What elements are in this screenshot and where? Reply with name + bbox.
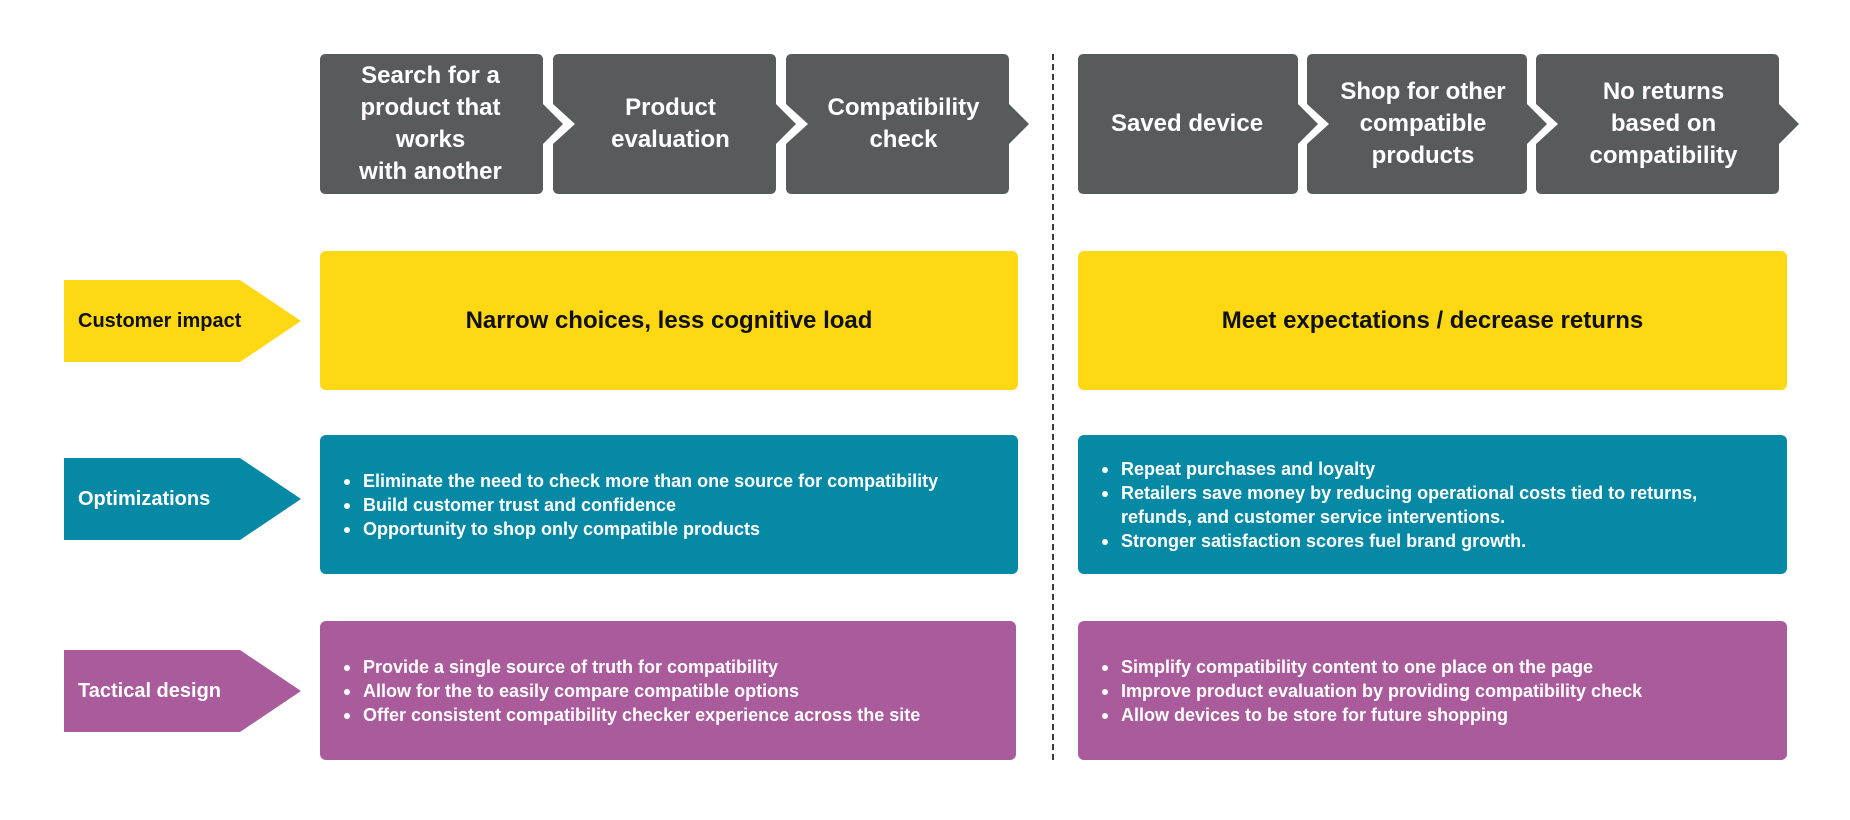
step-product-evaluation: Product evaluation [553, 54, 796, 194]
step-shape-path [553, 54, 796, 194]
optimizations-after-list: Repeat purchases and loyalty Retailers s… [1078, 457, 1787, 553]
step-compatibility-check: Compatibility check [786, 54, 1029, 194]
step-shape-path [786, 54, 1029, 194]
list-item: Improve product evaluation by providing … [1101, 680, 1643, 701]
step-shape [1307, 54, 1547, 194]
step-shape [553, 54, 796, 194]
list-item: Provide a single source of truth for com… [343, 655, 920, 679]
list-item: Stronger satisfaction scores fuel brand … [1102, 529, 1757, 553]
list-item: Retailers save money by reducing operati… [1102, 481, 1757, 529]
tag-shape [64, 458, 301, 540]
step-shape [1536, 54, 1799, 194]
tag-tactical-design: Tactical design [64, 650, 301, 732]
customer-impact-after-text: Meet expectations / decrease returns [1221, 306, 1644, 334]
list-item: Build customer trust and confidence [343, 493, 938, 517]
step-no-returns: No returns based on compatibility [1536, 54, 1799, 194]
list-item: Simplify compatibility content to one pl… [1101, 655, 1642, 679]
optimizations-before-box: Eliminate the need to check more than on… [320, 435, 1018, 574]
optimizations-after-box: Repeat purchases and loyalty Retailers s… [1078, 435, 1787, 574]
step-shape-path [1536, 54, 1799, 194]
step-shape-path [1307, 54, 1547, 194]
tag-shape [64, 280, 301, 362]
step-shape [1078, 54, 1318, 194]
tag-customer-impact: Customer impact [64, 280, 301, 362]
tactical-design-before-list: Provide a single source of truth for com… [320, 655, 920, 727]
step-label: Shop for other compatible products [1340, 78, 1506, 169]
step-shape [786, 54, 1029, 194]
customer-impact-before-text: Narrow choices, less cognitive load [465, 306, 873, 334]
step-shape [320, 54, 563, 194]
step-label: Compatibility check [827, 94, 980, 153]
before-after-divider [1052, 54, 1054, 760]
tag-label: Customer impact [78, 309, 242, 332]
step-shape-path [320, 54, 563, 194]
customer-impact-before-box: Narrow choices, less cognitive load [320, 251, 1018, 390]
tactical-design-before-box: Provide a single source of truth for com… [320, 621, 1016, 760]
step-label: Saved device [1110, 110, 1264, 137]
tactical-design-after-box: Simplify compatibility content to one pl… [1078, 621, 1787, 760]
step-label: Product evaluation [611, 94, 730, 153]
tag-optimizations: Optimizations [64, 458, 301, 540]
step-search-product: Search for a product that works with ano… [320, 54, 563, 194]
list-item: Opportunity to shop only compatible prod… [343, 517, 938, 541]
tag-shape [64, 650, 301, 732]
list-item: Eliminate the need to check more than on… [343, 470, 939, 491]
tactical-design-after-list: Simplify compatibility content to one pl… [1078, 655, 1642, 727]
step-label: Search for a product that works with ano… [359, 62, 502, 185]
step-shop-compatible-products: Shop for other compatible products [1307, 54, 1547, 194]
list-item: Repeat purchases and loyalty [1102, 457, 1757, 481]
customer-impact-after-box: Meet expectations / decrease returns [1078, 251, 1787, 390]
list-item: Allow devices to be store for future sho… [1101, 703, 1642, 727]
step-label: No returns based on compatibility [1589, 78, 1738, 169]
list-item: Allow for the to easily compare compatib… [343, 679, 920, 703]
step-shape-path [1078, 54, 1318, 194]
tag-label: Tactical design [78, 679, 222, 702]
optimizations-before-list: Eliminate the need to check more than on… [320, 469, 938, 541]
tag-label: Optimizations [78, 487, 211, 510]
list-item: Offer consistent compatibility checker e… [343, 704, 921, 725]
step-saved-device: Saved device [1078, 54, 1318, 194]
